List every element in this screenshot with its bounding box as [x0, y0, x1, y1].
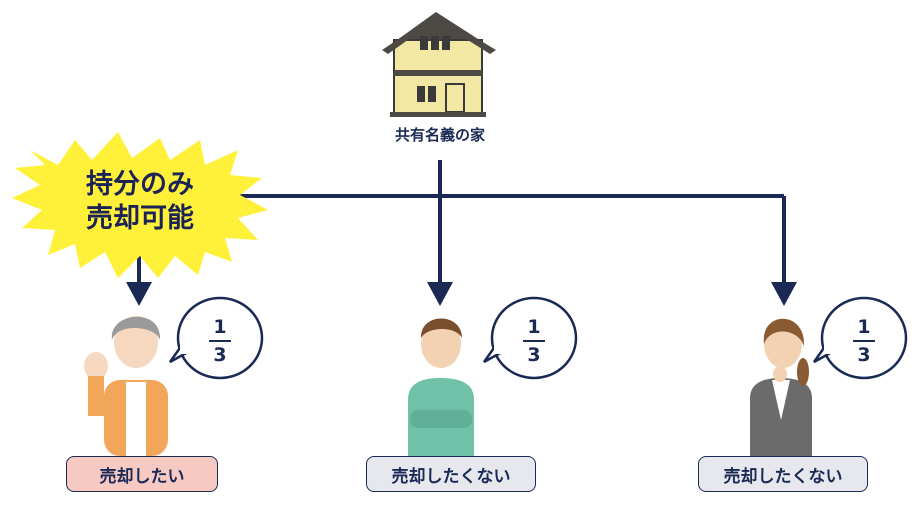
fraction-bar: [523, 340, 545, 342]
person-man-crossed-arms-icon: [408, 318, 474, 456]
starburst-line-2: 売却可能: [86, 203, 194, 234]
speech-bubble-2: [812, 296, 908, 380]
speech-bubble-0: [168, 296, 264, 380]
share-numerator: 1: [857, 316, 871, 338]
share-denominator: 3: [857, 344, 871, 366]
starburst-label: 持分のみ 売却可能: [40, 168, 240, 236]
share-numerator: 1: [527, 316, 541, 338]
share-denominator: 3: [527, 344, 541, 366]
arrowheads: [126, 282, 797, 306]
arrowhead-right: [771, 282, 797, 306]
share-fraction-2: 1 3: [844, 316, 884, 366]
house-caption: 共有名義の家: [394, 126, 485, 144]
starburst-line-1: 持分のみ: [86, 169, 194, 200]
speech-bubble-1: [482, 296, 578, 380]
person-businesswoman-icon: [750, 318, 812, 456]
person-woman-ok-icon: [84, 316, 168, 456]
share-fraction-0: 1 3: [200, 316, 240, 366]
status-badge-want-sell: 売却したい: [66, 456, 218, 492]
status-badge-not-sell: 売却したくない: [698, 456, 868, 492]
share-denominator: 3: [213, 344, 227, 366]
share-fraction-1: 1 3: [514, 316, 554, 366]
fraction-bar: [853, 340, 875, 342]
status-badge-not-sell: 売却したくない: [366, 456, 536, 492]
house-icon: [382, 12, 496, 117]
arrowhead-left: [126, 282, 152, 306]
arrowhead-center: [427, 282, 453, 306]
fraction-bar: [209, 340, 231, 342]
starburst-shape: [12, 132, 268, 278]
share-numerator: 1: [213, 316, 227, 338]
